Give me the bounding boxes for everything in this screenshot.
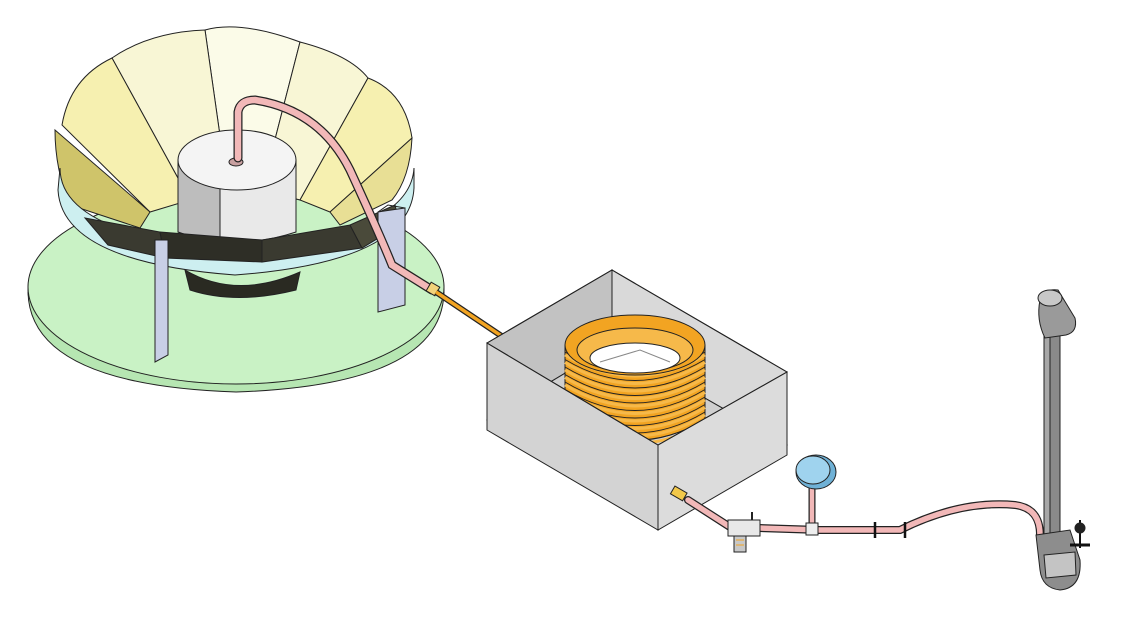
outlet-hose — [684, 496, 1044, 539]
tank-rim — [486, 269, 789, 446]
coil-winding-fill — [564, 383, 706, 408]
hose-clamps — [873, 522, 907, 538]
coil-winding — [564, 359, 706, 381]
petal-left — [61, 57, 191, 213]
dish-underside — [184, 268, 301, 298]
cooling-tank — [486, 269, 789, 531]
petal-far-right — [329, 136, 413, 226]
drain-valve — [727, 512, 761, 553]
hand-pump — [1035, 289, 1090, 591]
coil-winding — [564, 381, 706, 404]
bleed-valve-icon — [1070, 520, 1090, 548]
solar-concentrator — [27, 26, 445, 393]
flexible-hose — [233, 95, 441, 297]
coil-winding — [564, 366, 706, 389]
tank-outlet-fitting — [669, 485, 688, 502]
coil-winding — [564, 389, 706, 411]
coil-winding-fill — [564, 376, 706, 400]
coil-winding-fill — [564, 361, 706, 385]
pressure-gauge — [795, 454, 837, 536]
coil-winding — [564, 374, 706, 396]
leg-left — [154, 239, 169, 363]
gauge-face — [795, 455, 831, 485]
coil-winding-fill — [564, 368, 706, 393]
